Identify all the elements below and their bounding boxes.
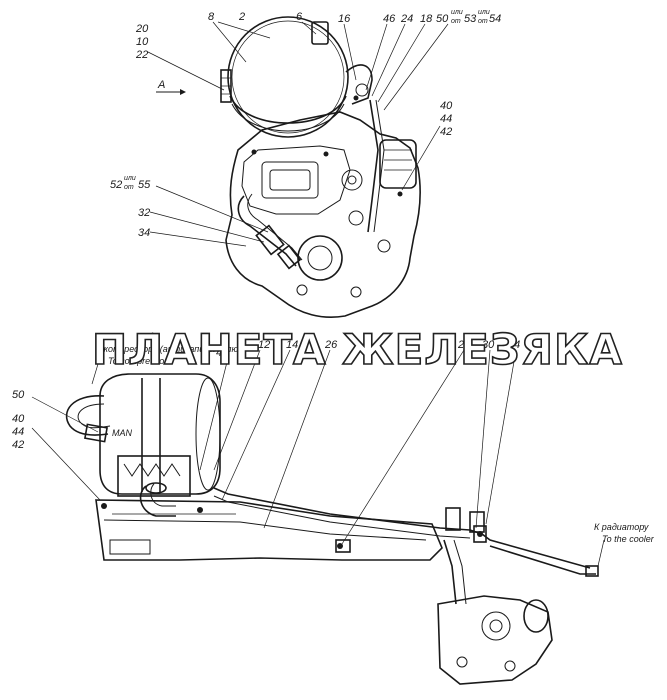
expansion-tank: [99, 373, 221, 495]
callout-26: 26: [324, 339, 338, 351]
callout-32: 32: [138, 207, 150, 219]
coolant-pipe-upper: [213, 487, 591, 569]
callout-50: 50: [436, 13, 449, 25]
watermark-text: ПЛАНЕТА ЖЕЛЕЗЯКА: [92, 325, 623, 374]
callout-10: 10: [136, 36, 149, 48]
callout-ot-c: от: [124, 184, 134, 191]
filler-neck: [139, 485, 176, 517]
callout-24-bottom: 24: [507, 339, 520, 351]
callout-12: 12: [258, 339, 270, 351]
breather-hose: [237, 195, 297, 267]
right-housing: [379, 139, 417, 189]
lower-pulley: [297, 235, 343, 281]
callout-ili-a: или: [451, 9, 463, 16]
hose-clamp: [255, 224, 285, 256]
top-fitting: [311, 21, 329, 45]
view-label-a-bottom: А: [147, 331, 155, 343]
callout-8: 8: [208, 11, 215, 23]
callout-42: 42: [440, 126, 452, 138]
filter-strap: [229, 95, 347, 124]
callout-50-bottom: 50: [12, 389, 25, 401]
engine-body: [225, 111, 421, 319]
callout-46: 46: [383, 13, 396, 25]
right-bracket: [345, 64, 373, 105]
coolant-pipe-lower: [489, 545, 596, 575]
pump-outlet: [523, 599, 549, 633]
bottom-leaders: [31, 349, 605, 567]
note-compressor-en: To compressor: [108, 356, 168, 366]
callout-16: 16: [338, 13, 351, 25]
callout-55: 55: [138, 179, 151, 191]
callout-6: 6: [296, 11, 303, 23]
callout-34: 34: [138, 227, 150, 239]
callout-44-bottom: 44: [12, 426, 24, 438]
callout-24: 24: [400, 13, 413, 25]
block-window: [261, 161, 319, 199]
callout-ot-b: от: [478, 18, 488, 25]
filter-housing: [227, 16, 349, 138]
tank-hose: [65, 395, 109, 436]
callout-18: 18: [420, 13, 433, 25]
oil-line: [367, 99, 379, 233]
pipe-clamp-30: [473, 525, 487, 543]
callout-42-bottom: 42: [12, 439, 24, 451]
callout-ot-a: от: [451, 18, 461, 25]
top-assembly: [156, 16, 421, 319]
down-pipe: [443, 539, 457, 605]
callout-53: 53: [464, 13, 477, 25]
callout-54: 54: [489, 13, 501, 25]
note-compressor-ru: К компрессору (антизапирателю): [96, 344, 241, 354]
frame-member: [95, 499, 443, 561]
pipe-clamp-28: [335, 539, 351, 553]
callout-ili-c: или: [124, 175, 136, 182]
note-radiator-ru: К радиатору: [594, 522, 649, 532]
callout-40: 40: [440, 100, 453, 112]
callout-28: 28: [457, 339, 471, 351]
callout-14: 14: [286, 339, 298, 351]
crankcase-inner: [241, 145, 351, 215]
callout-4: 4: [216, 347, 222, 359]
bottom-labels: А К компрессору (антизапирателю) To comp…: [12, 331, 655, 544]
bottom-assembly: MAN: [65, 373, 599, 685]
tank-bracket: [117, 455, 191, 497]
callout-22: 22: [135, 49, 148, 61]
callout-52: 52: [110, 179, 122, 191]
tank-mark: MAN: [112, 428, 133, 438]
top-leaders: [147, 21, 449, 247]
callout-44: 44: [440, 113, 452, 125]
view-label-a: А: [157, 79, 165, 91]
callout-ili-b: или: [478, 9, 490, 16]
pump-housing: [437, 595, 553, 685]
top-labels: А 20 10 22 8 2 6 16 46 24 18 50 или от 5…: [110, 9, 501, 239]
callout-30: 30: [482, 339, 495, 351]
note-radiator-en: To the cooler: [602, 534, 655, 544]
callout-40-bottom: 40: [12, 413, 25, 425]
callout-2: 2: [238, 11, 245, 23]
callout-20: 20: [135, 23, 149, 35]
